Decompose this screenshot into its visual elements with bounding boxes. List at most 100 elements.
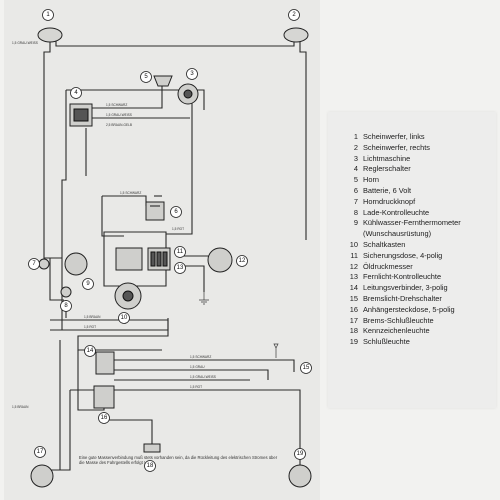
wire-horn-button (43, 240, 62, 259)
callout-number: 1 (46, 12, 50, 18)
wire-label: 1,5 ROT (172, 227, 184, 231)
legend-text: Horndruckknopf (363, 196, 416, 206)
legend-text: Schaltkasten (363, 239, 406, 249)
wire-label: 1,5 ROT (190, 385, 202, 389)
wire-generator-box (166, 100, 193, 235)
wire-label: 1,5 BRAUN (84, 315, 101, 319)
fuse-3 (162, 251, 168, 267)
brake-tail-light (30, 464, 54, 488)
wire-rear-feed (77, 318, 169, 351)
tail-light (288, 464, 312, 488)
earth-symbol (199, 292, 209, 305)
callout-circle (42, 9, 54, 21)
callout-circle (236, 255, 248, 267)
legend-text: Kennzeichenleuchte (363, 326, 430, 336)
legend-item: 10 Schaltkasten (346, 240, 492, 251)
wire-headlight-bus (55, 40, 295, 47)
wire-label-group: 1,5 GRAU-WEISS 1,5 SCHWARZ 1,5 GRAU-WEIS… (12, 41, 216, 409)
legend-text: Scheinwerfer, rechts (363, 142, 430, 152)
switchbox (115, 247, 143, 271)
wire-label: 2,5 BRAUN-GELB (106, 123, 132, 127)
callout-circle (98, 412, 110, 424)
legend-text: Fernlicht-Kontrolleuchte (363, 272, 442, 282)
wire-switchbox-frame (103, 231, 167, 287)
legend-number: 1 (353, 132, 358, 141)
legend-text: Schlußleuchte (363, 337, 410, 347)
callout-circle (300, 362, 312, 374)
legend-number: 17 (349, 315, 358, 325)
legend-text: Lade-Kontrolleuchte (363, 207, 430, 217)
wire-fuse-drop (184, 265, 205, 292)
legend-text: Batterie, 6 Volt (363, 185, 412, 195)
legend-text: Horn (363, 175, 380, 185)
callout-number: 9 (86, 281, 90, 287)
callout-number: 7 (32, 261, 36, 267)
wire-tail-left (56, 390, 71, 471)
legend-number: 8 (353, 207, 358, 217)
wiring-diagram: 1,5 GRAU-WEISS 1,5 SCHWARZ 1,5 GRAU-WEIS… (4, 0, 320, 500)
callout-circle (174, 262, 186, 274)
wire-harness-left (61, 90, 67, 330)
legend-text: Brems-Schlußleuchte (363, 315, 434, 325)
callout-circle (294, 448, 306, 460)
regulator-switch-core (73, 108, 89, 122)
legend-number: 5 (353, 175, 358, 185)
legend-text: Bremslicht-Drehschalter (363, 293, 442, 303)
wire-left-trunk (43, 40, 51, 240)
callouts: 1 2 3 4 5 6 7 8 9 10 11 12 13 1 (28, 9, 312, 472)
wire-tail-right (70, 389, 301, 470)
callout-number: 19 (297, 451, 304, 457)
legend-number: 13 (349, 272, 358, 282)
callout-number: 13 (177, 265, 184, 271)
legend-text: Leitungsverbinder, 3-polig (363, 283, 448, 293)
headlight-left (37, 27, 63, 43)
callout-circle (174, 246, 186, 258)
callout-circle (82, 278, 94, 290)
wire-plate-light (103, 412, 153, 444)
wire-brake-light (114, 369, 269, 380)
wire-battery-left (101, 196, 124, 237)
legend-item: 4 Reglerschalter (346, 164, 492, 175)
horn-button (38, 258, 50, 270)
legend-text: Reglerschalter (363, 164, 411, 174)
fuse-2 (156, 251, 162, 267)
legend-number: 4 (353, 164, 358, 174)
legend-number: 12 (349, 261, 358, 271)
callout-number: 8 (64, 303, 68, 309)
legend-number: 16 (349, 304, 358, 314)
horn (153, 75, 173, 87)
wire-battery-top (102, 195, 147, 206)
legend-item: 2 Scheinwerfer, rechts (346, 143, 492, 154)
dash-cluster-core (122, 290, 134, 302)
wire-thermometer (49, 258, 64, 301)
wire-dash-loop (50, 319, 169, 331)
callout-number: 6 (174, 209, 178, 215)
diagram-footnote: Eine gute Massenverbindung muß stets vor… (79, 455, 278, 465)
callout-number: 3 (190, 71, 194, 77)
legend-item: 17 Brems-Schlußleuchte (346, 316, 492, 327)
legend-number: 10 (349, 239, 358, 249)
oil-pressure-gauge (207, 247, 233, 273)
wire-label: 1,5 SCHWARZ (106, 103, 127, 107)
callout-circle (70, 87, 82, 99)
line-connector (95, 351, 115, 375)
legend-number: 9 (353, 218, 358, 228)
wire-right-trunk (299, 40, 307, 240)
callout-number: 18 (147, 463, 154, 469)
wire-label: 1,5 ROT (84, 325, 96, 329)
callout-circle (60, 300, 72, 312)
callout-circle (84, 345, 96, 357)
callout-circle (186, 68, 198, 80)
legend-number: 2 (353, 142, 358, 152)
